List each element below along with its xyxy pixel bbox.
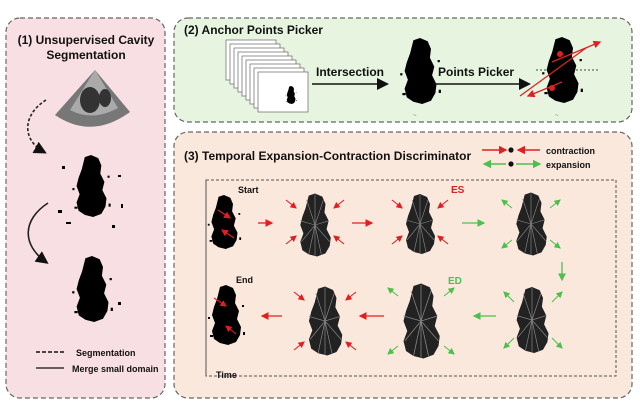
merge-arrow: [27, 202, 49, 264]
frame-es: [391, 193, 449, 255]
segmentation-arrow: [27, 99, 47, 154]
temporal-panel: [173, 131, 633, 399]
legend-contraction: contraction: [546, 146, 595, 156]
temporal-legend: contraction expansion: [482, 145, 595, 170]
time-label: Time: [216, 370, 237, 380]
picked-mask: [519, 37, 602, 103]
merged-mask: [72, 256, 121, 322]
legend-expansion: expansion: [546, 160, 591, 170]
start-label: Start: [238, 185, 259, 195]
legend-merge: Merge small domain: [72, 364, 159, 374]
frame-start: [207, 195, 242, 249]
intersection-mask-caption: ~: [413, 113, 417, 119]
end-label: End: [236, 275, 253, 285]
ultrasound-image: [55, 70, 130, 127]
frame-r1-2: [285, 193, 345, 257]
picker-label: Points Picker: [438, 65, 514, 79]
segmentation-title-line2: Segmentation: [46, 48, 125, 62]
ed-label: ED: [448, 276, 462, 287]
intersection-label: Intersection: [316, 65, 384, 79]
frame-stack: [225, 39, 309, 113]
frame-ed: [387, 283, 455, 359]
temporal-title: (3) Temporal Expansion-Contraction Discr…: [184, 149, 471, 163]
picked-mask-caption: ~: [555, 113, 559, 119]
frame-r2-2: [293, 286, 357, 356]
frame-r1-4: [501, 192, 561, 256]
anchor-title: (2) Anchor Points Picker: [184, 23, 323, 37]
timeline-frame: [205, 179, 617, 377]
es-label: ES: [451, 185, 465, 196]
segmentation-mask: [58, 155, 123, 228]
frame-end: [208, 285, 245, 345]
legend-segmentation: Segmentation: [76, 348, 136, 358]
segmentation-title-line1: (1) Unsupervised Cavity: [18, 33, 155, 47]
frame-r2-4: [503, 286, 563, 354]
